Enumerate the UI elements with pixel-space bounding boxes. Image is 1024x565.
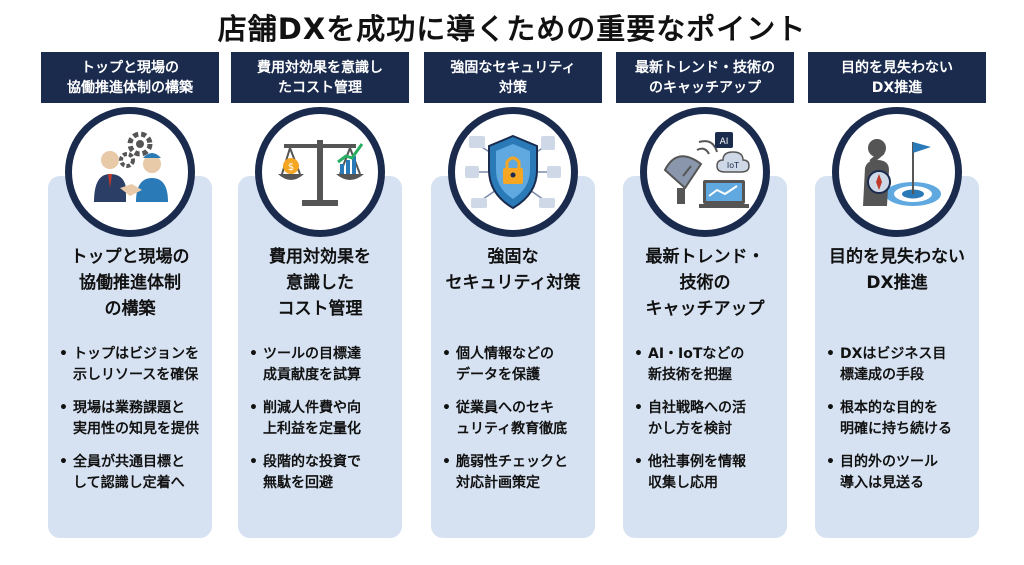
svg-text:$: $ <box>288 162 294 173</box>
column-header: 目的を見失わない DX推進 <box>808 52 986 103</box>
bullet-item: AI・IoTなどの 新技術を把握 <box>634 344 794 386</box>
point-column-cost: 費用対効果を意識し たコスト管理 $ 費用対効果を 意識した コスト管理 ツール… <box>231 52 409 542</box>
handshake-icon <box>94 131 168 202</box>
icon-circle <box>448 107 578 237</box>
bullet-list: ツールの目標達 成貢献度を試算 削減人件費や向 上利益を定量化 段階的な投資で … <box>249 344 409 506</box>
bullet-item: トップはビジョンを 示しリソースを確保 <box>59 344 219 386</box>
security-shield-icon <box>465 134 561 210</box>
bullet-item: 現場は業務課題と 実用性の知見を提供 <box>59 398 219 440</box>
card-title: 強固な セキュリティ対策 <box>445 247 581 293</box>
bullet-item: 他社事例を情報 収集し応用 <box>634 452 794 494</box>
bullet-item: 段階的な投資で 無駄を回避 <box>249 452 409 494</box>
bullet-list: DXはビジネス目 標達成の手段 根本的な目的を 明確に持ち続ける 目的外のツール… <box>826 344 986 506</box>
column-header: 費用対効果を意識し たコスト管理 <box>231 52 409 103</box>
bullet-item: 目的外のツール 導入は見送る <box>826 452 986 494</box>
ai-chip-label: AI <box>720 137 729 147</box>
bullet-list: トップはビジョンを 示しリソースを確保 現場は業務課題と 実用性の知見を提供 全… <box>59 344 219 506</box>
bullet-item: ツールの目標達 成貢献度を試算 <box>249 344 409 386</box>
bullet-item: 従業員へのセキ ュリティ教育徹底 <box>442 398 602 440</box>
column-header: トップと現場の 協働推進体制の構築 <box>41 52 219 103</box>
page-title: 店舗DXを成功に導くための重要なポイント <box>217 12 807 46</box>
target-flag-icon <box>863 139 941 206</box>
card-title: トップと現場の 協働推進体制 の構築 <box>70 247 190 319</box>
card-title: 費用対効果を 意識した コスト管理 <box>269 247 371 319</box>
point-column-trends: 最新トレンド・技術の のキャッチアップ AI IoT 最新トレンド・ 技術の キ… <box>616 52 794 542</box>
card-title: 最新トレンド・ 技術の キャッチアップ <box>645 247 765 319</box>
icon-circle <box>832 107 962 237</box>
icon-circle: AI IoT <box>640 107 770 237</box>
bullet-item: 削減人件費や向 上利益を定量化 <box>249 398 409 440</box>
bullet-list: 個人情報などの データを保護 従業員へのセキ ュリティ教育徹底 脆弱性チェックと… <box>442 344 602 506</box>
scale-icon: $ <box>278 140 364 206</box>
card-title: 目的を見失わない DX推進 <box>829 247 965 293</box>
point-column-collaboration: トップと現場の 協働推進体制の構築 トップと現場の 協働推進体制 の構築 トップ… <box>41 52 219 542</box>
point-column-purpose: 目的を見失わない DX推進 目的を見失わない DX推進 DXはビジネス目 標達成… <box>808 52 986 542</box>
icon-circle: $ <box>255 107 385 237</box>
icon-circle <box>65 107 195 237</box>
bullet-item: 脆弱性チェックと 対応計画策定 <box>442 452 602 494</box>
column-header: 最新トレンド・技術の のキャッチアップ <box>616 52 794 103</box>
point-column-security: 強固なセキュリティ 対策 強固な セキュリティ対策 個人情報などの データを保護… <box>424 52 602 542</box>
bullet-item: DXはビジネス目 標達成の手段 <box>826 344 986 386</box>
bullet-item: 自社戦略への活 かし方を検討 <box>634 398 794 440</box>
bullet-item: 個人情報などの データを保護 <box>442 344 602 386</box>
bullet-item: 根本的な目的を 明確に持ち続ける <box>826 398 986 440</box>
column-header: 強固なセキュリティ 対策 <box>424 52 602 103</box>
iot-cloud-label: IoT <box>727 161 739 170</box>
bullet-list: AI・IoTなどの 新技術を把握 自社戦略への活 かし方を検討 他社事例を情報 … <box>634 344 794 506</box>
satellite-ai-icon: AI IoT <box>663 132 750 208</box>
bullet-item: 全員が共通目標と して認識し定着へ <box>59 452 219 494</box>
